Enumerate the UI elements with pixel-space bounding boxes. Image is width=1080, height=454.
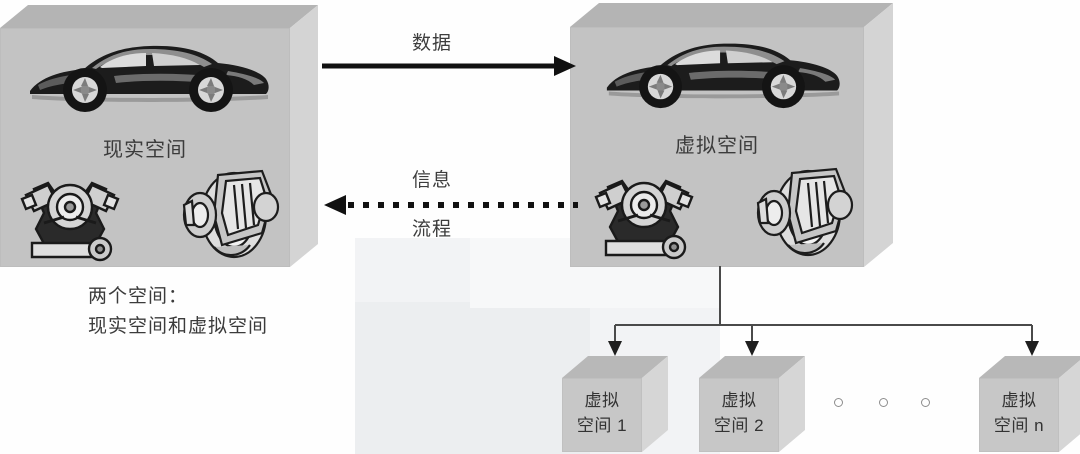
virtual-space-2-cube[interactable]: 虚拟 空间 2 — [699, 356, 805, 452]
virtual-space-box[interactable]: 虚拟空间 — [570, 3, 893, 267]
information-flow-arrow — [324, 195, 578, 215]
virtual-space-box-top-face — [570, 3, 893, 27]
virtual-space-1-cube-top-face — [562, 356, 668, 378]
car-illustration — [30, 45, 269, 112]
virtual-space-2-cube-top-face — [699, 356, 805, 378]
physical-space-label: 现实空间 — [103, 139, 187, 161]
virtual-space-n-label-line2: 空间 n — [993, 416, 1045, 435]
ellipsis-dot-1 — [834, 398, 843, 407]
virtual-space-1-cube-front-face — [562, 378, 642, 452]
virtual-space-n-cube-top-face — [979, 356, 1080, 378]
engine-illustration — [594, 179, 694, 260]
brake-disc-illustration — [756, 167, 854, 257]
ellipsis-dot-2 — [879, 398, 888, 407]
engine-illustration — [20, 181, 120, 262]
brake-disc-illustration — [182, 169, 280, 259]
virtual-space-2-cube-front-face — [699, 378, 779, 452]
caption-line-1: 两个空间： — [88, 286, 189, 307]
virtual-space-n-cube-side-face — [1059, 356, 1080, 452]
diagram-caption: 两个空间： 现实空间和虚拟空间 — [88, 282, 268, 342]
data-flow-label: 数据 — [412, 33, 453, 54]
virtual-space-1-cube[interactable]: 虚拟 空间 1 — [562, 356, 668, 452]
virtual-space-n-label: 虚拟 空间 n — [979, 388, 1059, 438]
virtual-space-1-label: 虚拟 空间 1 — [562, 388, 642, 438]
physical-space-box[interactable]: 现实空间 — [0, 5, 318, 267]
physical-space-box-top-face — [0, 5, 318, 28]
ellipsis-dot-3 — [921, 398, 930, 407]
virtual-space-1-label-line1: 虚拟 — [584, 391, 620, 410]
data-flow-arrow — [322, 56, 576, 76]
virtual-space-2-label-line2: 空间 2 — [713, 416, 765, 435]
caption-line-2: 现实空间和虚拟空间 — [88, 316, 269, 337]
virtual-space-n-label-line1: 虚拟 — [1001, 391, 1037, 410]
background-watermark-2 — [355, 302, 590, 454]
physical-space-box-side-face — [290, 5, 318, 267]
virtual-space-n-cube-front-face — [979, 378, 1059, 452]
information-flow-label-bottom: 流程 — [412, 219, 453, 240]
information-flow-label-top: 信息 — [412, 170, 453, 191]
car-illustration — [606, 43, 840, 109]
virtual-space-1-label-line2: 空间 1 — [576, 416, 628, 435]
virtual-space-box-side-face — [864, 3, 893, 267]
virtual-space-label: 虚拟空间 — [675, 135, 759, 157]
virtual-space-n-cube[interactable]: 虚拟 空间 n — [979, 356, 1080, 452]
virtual-space-2-label: 虚拟 空间 2 — [699, 388, 779, 438]
virtual-space-2-label-line1: 虚拟 — [721, 391, 757, 410]
